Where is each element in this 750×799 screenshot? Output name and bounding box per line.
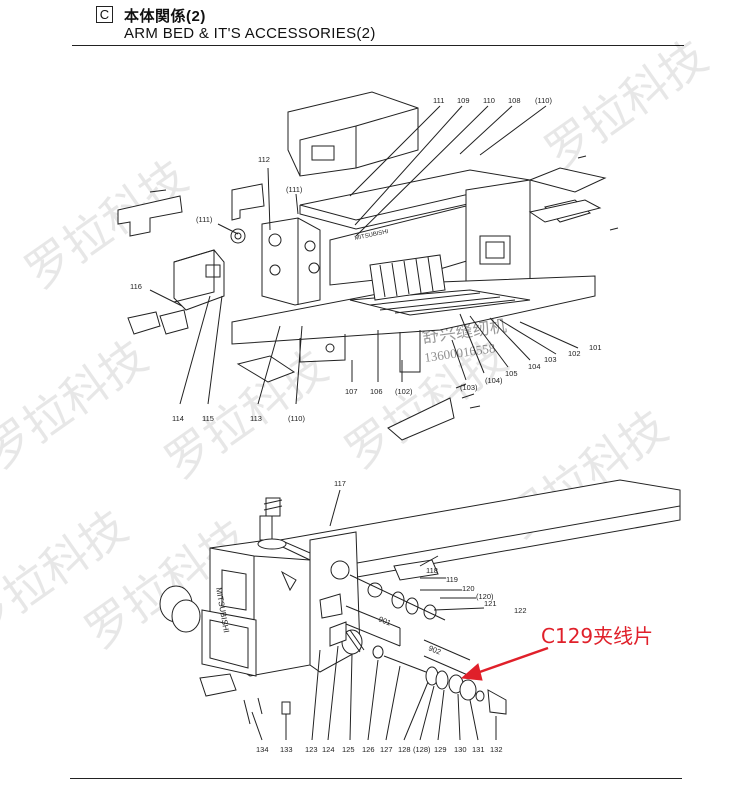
part-number: (111) xyxy=(196,215,213,224)
part-number: 124 xyxy=(322,745,335,754)
part-number: 122 xyxy=(514,606,527,615)
part-number: 108 xyxy=(508,96,521,105)
part-number: 114 xyxy=(172,414,184,423)
part-number: 106 xyxy=(370,387,383,396)
part-number: 102 xyxy=(568,349,581,358)
callout-arrow xyxy=(460,646,549,681)
watermark-text: 罗拉科技 xyxy=(15,149,197,299)
lower-assembly xyxy=(159,479,681,741)
part-number: 121 xyxy=(484,599,497,608)
part-number: 120 xyxy=(462,584,475,593)
part-number: (102) xyxy=(395,387,413,396)
part-number: 132 xyxy=(490,745,503,754)
upper-assembly xyxy=(117,91,619,441)
section-letter-box: C xyxy=(96,6,113,23)
part-number: 131 xyxy=(472,745,485,754)
part-number: 110 xyxy=(483,96,495,105)
part-number: 130 xyxy=(454,745,467,754)
part-number: 105 xyxy=(505,369,518,378)
part-number: (128) xyxy=(413,745,431,754)
part-number: 125 xyxy=(342,745,355,754)
footer-rule xyxy=(70,778,682,779)
title-japanese: 本体関係(2) xyxy=(124,8,206,25)
part-number: (104) xyxy=(485,376,503,385)
part-number: 133 xyxy=(280,745,293,754)
part-number: 116 xyxy=(130,282,142,291)
part-number: 117 xyxy=(334,479,346,488)
part-number: 901 xyxy=(377,615,392,628)
title-english: ARM BED & IT'S ACCESSORIES(2) xyxy=(124,25,376,42)
part-number: 113 xyxy=(250,414,262,423)
part-number: 112 xyxy=(258,155,270,164)
part-number: (120) xyxy=(476,592,494,601)
part-number: 103 xyxy=(544,355,557,364)
part-number: 123 xyxy=(305,745,318,754)
part-number: (103) xyxy=(460,383,478,392)
watermark-text: 罗拉科技 xyxy=(0,329,157,479)
callout-label: C129夹线片 xyxy=(541,624,654,648)
part-number: 104 xyxy=(528,362,541,371)
part-number: 119 xyxy=(446,575,458,584)
part-number: 127 xyxy=(380,745,393,754)
part-number: (110) xyxy=(535,96,552,105)
part-number: 126 xyxy=(362,745,375,754)
part-number: 134 xyxy=(256,745,269,754)
part-number: (110) xyxy=(288,414,305,423)
part-number: (111) xyxy=(286,185,303,194)
part-number: 115 xyxy=(202,414,214,423)
part-number: 128 xyxy=(398,745,411,754)
part-number: 107 xyxy=(345,387,358,396)
part-number: 109 xyxy=(457,96,470,105)
part-number: 129 xyxy=(434,745,447,754)
part-number: 111 xyxy=(433,96,444,105)
part-number: 902 xyxy=(427,644,442,657)
watermark-text: 罗拉科技 xyxy=(535,29,717,179)
part-number: 118 xyxy=(426,566,438,575)
page-header: C 本体関係(2) ARM BED & IT'S ACCESSORIES(2) xyxy=(0,0,750,48)
header-rule xyxy=(72,45,684,46)
part-number: 101 xyxy=(589,343,602,352)
